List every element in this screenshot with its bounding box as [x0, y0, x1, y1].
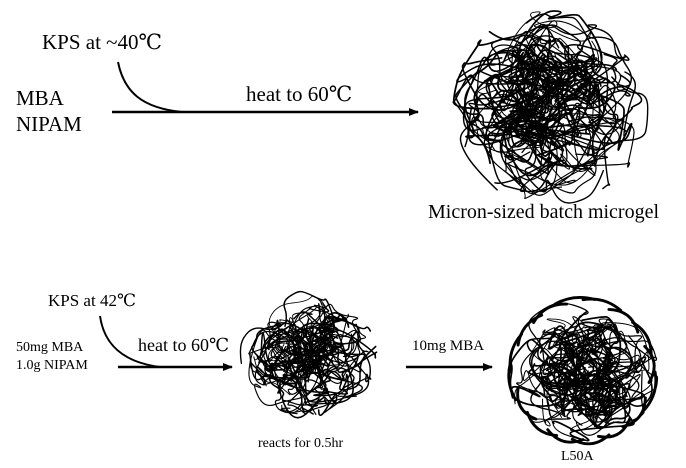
polymer-chain	[516, 340, 590, 418]
polymer-chain	[578, 318, 621, 376]
polymer-chain	[510, 30, 588, 107]
polymer-chain	[570, 84, 624, 136]
polymer-chain	[275, 311, 332, 357]
bottom-product-label: L50A	[561, 449, 594, 464]
bottom-initiator-label: KPS at 42℃	[48, 291, 136, 310]
polymer-chain	[452, 74, 549, 148]
polymer-chain	[552, 36, 633, 105]
bottom-step-2-label: 10mg MBA	[412, 338, 485, 354]
crosslinked-shell-segment	[596, 417, 632, 439]
polymer-chain	[253, 342, 317, 396]
polymer-chain	[540, 371, 578, 403]
polymer-chain	[499, 115, 582, 196]
polymer-chain	[517, 10, 603, 92]
polymer-chain	[264, 352, 316, 395]
top-initiator-label: KPS at ~40℃	[42, 30, 163, 54]
crosslinked-shell-segment	[546, 428, 585, 444]
polymer-chain	[539, 316, 598, 362]
crosslinked-shell-segment	[643, 344, 656, 384]
polymer-chain	[548, 374, 595, 432]
polymer-chain	[509, 72, 617, 167]
polymer-chain	[572, 366, 614, 436]
polymer-chain	[473, 73, 553, 173]
top-step-label: heat to 60℃	[246, 82, 353, 106]
intermediate-microgel-coil	[239, 290, 378, 419]
polymer-chain	[523, 24, 627, 102]
crosslinked-shell-segment	[516, 386, 538, 421]
polymer-chain	[270, 345, 311, 385]
polymer-chain	[259, 324, 322, 379]
polymer-chain	[526, 331, 577, 390]
polymer-chain	[574, 53, 618, 84]
bottom-step-1-label: heat to 60℃	[138, 335, 230, 355]
polymer-chain	[530, 104, 581, 146]
polymer-chain	[531, 318, 588, 370]
polymer-chain	[472, 44, 556, 147]
polymer-chain	[574, 333, 633, 391]
polymer-chain	[289, 352, 334, 395]
polymer-chain	[543, 343, 619, 401]
crosslinked-shell-segment	[607, 307, 640, 334]
top-initiator-addition-curve	[117, 61, 183, 113]
top-microgel-coil	[452, 10, 649, 204]
bottom-reactant-nipam: 1.0g NIPAM	[16, 358, 88, 373]
polymer-chain	[571, 322, 650, 385]
l50a-microgel-coil	[507, 296, 659, 446]
polymer-chain	[313, 315, 377, 381]
top-reactant-nipam: NIPAM	[16, 112, 82, 136]
top-reactant-mba: MBA	[16, 86, 64, 110]
polymer-chain	[524, 108, 614, 204]
polymer-chain	[518, 44, 580, 112]
polymer-chain	[499, 121, 545, 163]
polymer-chain	[286, 329, 330, 369]
polymer-chain	[539, 82, 633, 170]
polymer-chain	[287, 379, 330, 416]
polymer-chain	[530, 363, 583, 423]
polymer-chain	[567, 76, 649, 156]
polymer-chain	[248, 329, 321, 407]
polymer-chain	[318, 350, 366, 391]
crosslinked-shell-segment	[532, 302, 569, 325]
polymer-chain	[317, 333, 371, 398]
polymer-chain	[468, 73, 547, 165]
polymer-chain	[265, 317, 300, 353]
crosslinked-shell-segment	[643, 370, 658, 412]
polymer-chain	[551, 326, 632, 392]
polymer-chain	[504, 141, 554, 185]
polymer-chain	[586, 323, 627, 362]
intermediate-label: reacts for 0.5hr	[258, 436, 344, 451]
top-product-label: Micron-sized batch microgel	[428, 201, 660, 223]
polymer-chain	[298, 306, 332, 342]
polymer-chain	[456, 49, 567, 132]
crosslinked-shell-segment	[581, 297, 623, 312]
bottom-reactant-mba: 50mg MBA	[16, 340, 84, 355]
polymer-chain	[506, 84, 598, 186]
bottom-initiator-addition-curve	[99, 315, 161, 368]
